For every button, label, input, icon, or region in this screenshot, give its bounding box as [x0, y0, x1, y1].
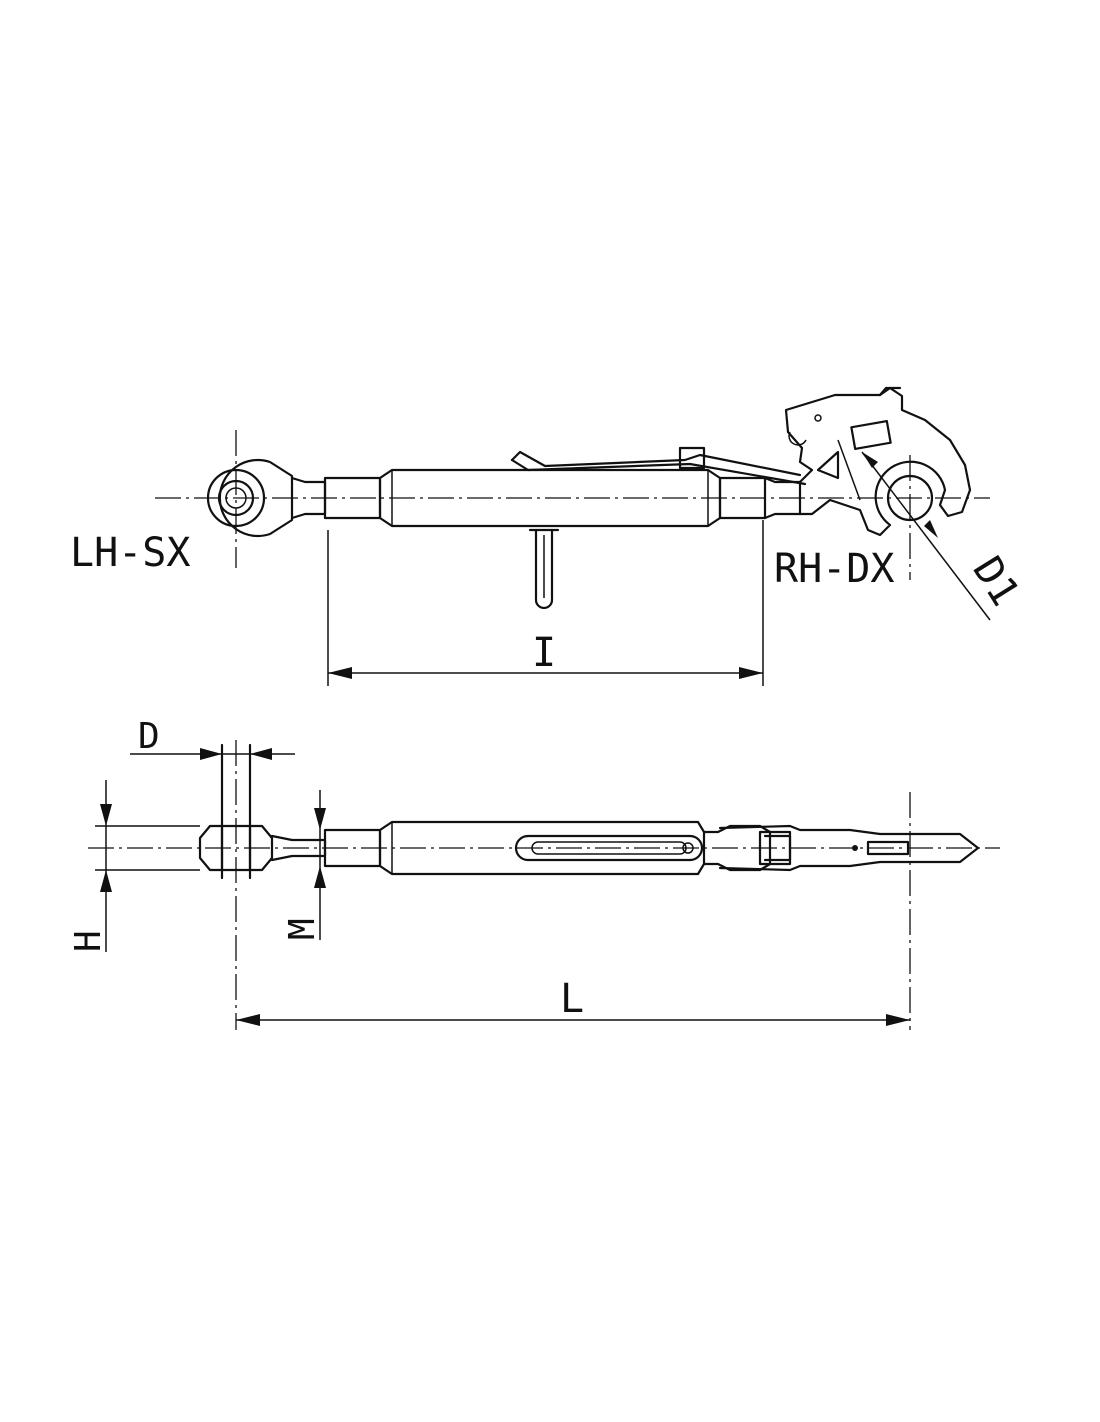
ball-eye	[206, 458, 327, 538]
locking-spring-wire	[510, 446, 807, 486]
label-rh-dx: RH-DX	[774, 546, 894, 592]
dimension-d1: D1	[861, 451, 1029, 621]
top-link-side-view: D1 LH-SX RH-DX I	[70, 386, 1029, 686]
dimension-d: D	[130, 716, 295, 760]
right-threaded-rod	[718, 476, 767, 520]
label-i: I	[532, 630, 556, 676]
dimension-i: I	[327, 520, 764, 686]
label-l: L	[560, 976, 584, 1022]
label-lh-sx: LH-SX	[70, 530, 190, 576]
dimension-h: H	[68, 780, 200, 952]
hook-latch	[850, 419, 892, 451]
dimension-l: L	[236, 976, 910, 1026]
label-d: D	[138, 716, 160, 757]
label-m: M	[282, 918, 323, 940]
hook-plan	[702, 824, 980, 872]
adjusting-handle	[528, 528, 560, 610]
label-d1: D1	[964, 549, 1029, 614]
dimension-m: M	[282, 790, 326, 940]
top-link-plan-view: D H M L	[68, 716, 1000, 1030]
quick-release-hook	[784, 386, 972, 537]
label-h: H	[68, 930, 109, 952]
